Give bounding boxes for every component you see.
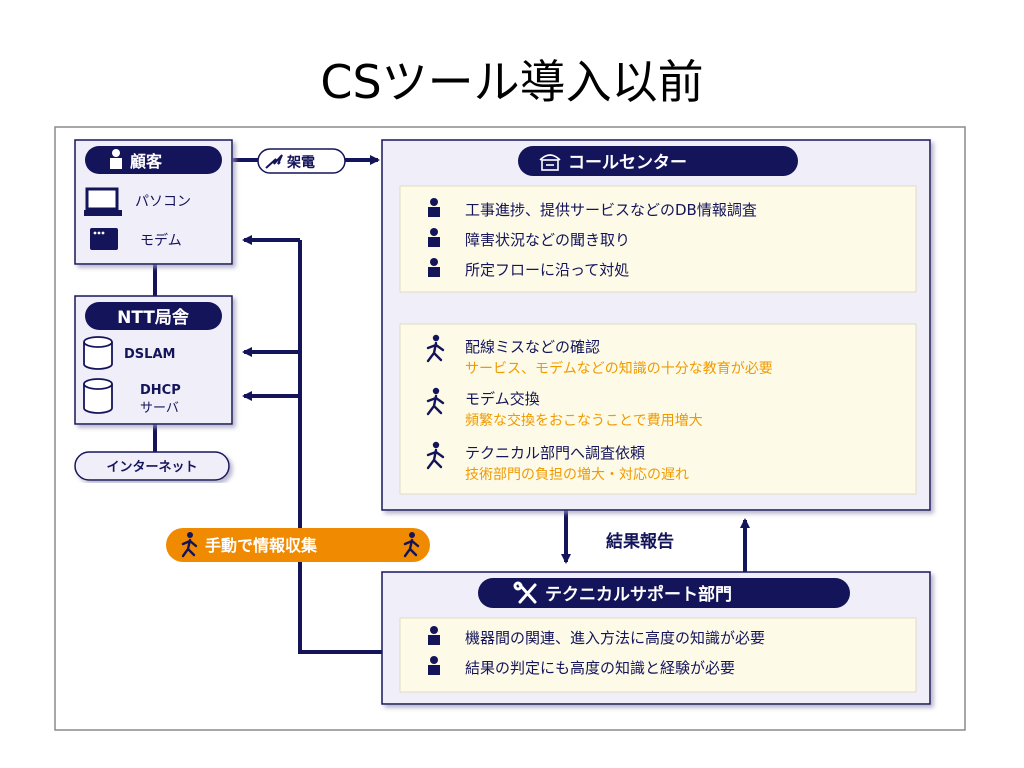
action-note: サービス、モデムなどの知識の十分な教育が必要 [465,360,773,377]
manual-collect-label: 手動で情報収集 [205,536,318,555]
task-text: 所定フローに沿って対処 [465,261,629,279]
action-label: モデム交換 [465,390,540,408]
internet-label: インターネット [106,460,197,475]
dhcp-label-line2: サーバ [140,401,179,416]
ntt-header: NTT局舎 [117,307,190,328]
call-center-task-panel [399,185,917,293]
call-center-title: コールセンター [568,153,687,173]
walking-person-icon [426,334,445,363]
ntt-header-pill [85,302,222,330]
tech-support-header-pill [478,578,850,608]
action-label: 配線ミスなどの確認 [465,338,600,356]
ntt-box: NTT局舎 DSLAM DHCP サーバ [74,295,233,425]
action-label: テクニカル部門へ調査依頼 [465,444,645,462]
tech-support-panel [399,617,917,693]
list-item: 所定フローに沿って対処 [428,258,629,279]
call-badge: 架電 [257,148,346,174]
walking-person-icon [426,441,445,470]
customer-box: 顧客 パソコン モデム [74,139,233,265]
tech-support-box: テクニカルサポート部門 機器間の関連、進入方法に高度の知識が必要 結果の判定にも… [381,571,931,705]
list-item: 配線ミスなどの確認 サービス、モデムなどの知識の十分な教育が必要 [426,334,773,377]
tools-icon [513,581,537,604]
call-center-header-pill [518,146,798,176]
slide-title: CSツール導入以前 [320,55,703,109]
call-label: 架電 [286,154,315,171]
person-icon [110,149,122,169]
person-icon [428,656,440,675]
action-list: 配線ミスなどの確認 サービス、モデムなどの知識の十分な教育が必要 モデム交換 頻… [426,334,773,483]
person-icon [428,258,440,277]
walking-person-icon [403,532,420,558]
list-item: 機器間の関連、進入方法に高度の知識が必要 [428,626,765,647]
tech-item-text: 機器間の関連、進入方法に高度の知識が必要 [465,629,765,647]
lightning-icon [265,154,283,169]
list-item: テクニカル部門へ調査依頼 技術部門の負担の増大・対応の遅れ [426,441,689,483]
person-icon [428,228,440,247]
dslam-cylinder-icon [83,336,113,370]
person-icon [428,198,440,217]
pc-label: パソコン [135,194,191,210]
modem-label: モデム [140,232,182,249]
task-list: 工事進捗、提供サービスなどのDB情報調査 障害状況などの聞き取り 所定フローに沿… [428,198,757,279]
task-text: 工事進捗、提供サービスなどのDB情報調査 [465,201,757,219]
action-note: 頻繁な交換をおこなうことで費用増大 [465,412,703,429]
task-text: 障害状況などの聞き取り [465,231,630,249]
pc-icon [84,187,122,216]
action-note: 技術部門の負担の増大・対応の遅れ [465,467,689,483]
list-item: 工事進捗、提供サービスなどのDB情報調査 [428,198,757,219]
list-item: モデム交換 頻繁な交換をおこなうことで費用増大 [426,387,703,429]
person-icon [428,626,440,645]
call-center-action-panel [399,323,917,495]
call-center-box: コールセンター 工事進捗、提供サービスなどのDB情報調査 障害状況などの聞き取り… [381,139,931,511]
dslam-label: DSLAM [124,347,175,362]
manual-collect-badge: 手動で情報収集 [166,528,430,562]
walking-person-icon [426,387,445,416]
dhcp-cylinder-icon [83,378,113,414]
modem-icon [90,228,118,250]
list-item: 結果の判定にも高度の知識と経験が必要 [428,656,735,677]
telephone-icon [539,154,561,171]
walking-person-icon [181,532,198,558]
tech-item-list: 機器間の関連、進入方法に高度の知識が必要 結果の判定にも高度の知識と経験が必要 [428,626,765,677]
customer-header: 顧客 [130,152,163,171]
dhcp-label-line1: DHCP [140,383,181,398]
internet-badge: インターネット [74,451,230,481]
result-report-label: 結果報告 [606,531,674,552]
tech-support-title: テクニカルサポート部門 [545,584,732,605]
tech-item-text: 結果の判定にも高度の知識と経験が必要 [465,659,735,677]
list-item: 障害状況などの聞き取り [428,228,630,249]
